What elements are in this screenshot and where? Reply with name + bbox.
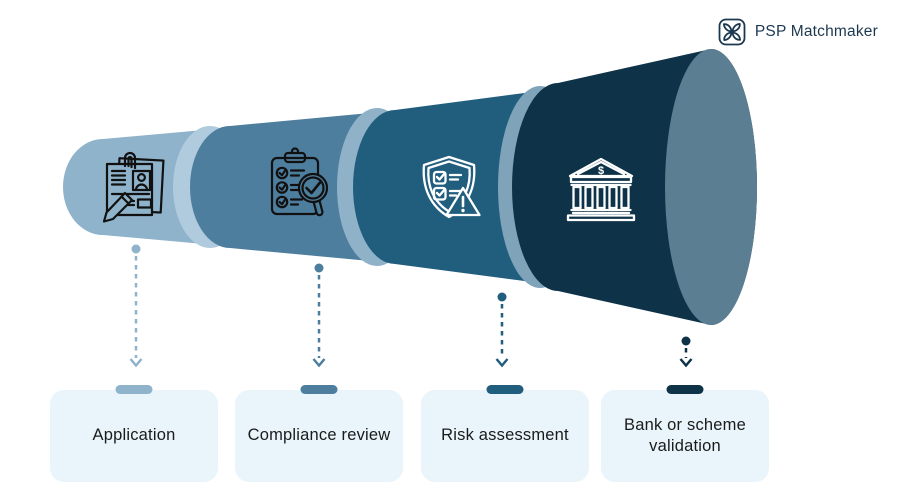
connector-stage-3 <box>495 292 509 368</box>
stage-card-risk-assessment: Risk assessment <box>421 385 589 482</box>
svg-text:$: $ <box>598 165 604 177</box>
compliance-checklist-icon <box>270 147 329 217</box>
connector-stage-2 <box>312 263 326 368</box>
stage-color-pill <box>300 385 338 394</box>
connector-stage-1 <box>129 244 143 368</box>
stage-label: Application <box>92 426 176 445</box>
stage-color-pill <box>115 385 153 394</box>
connector-dot <box>131 244 141 254</box>
connector-dot <box>497 292 507 302</box>
stage-card-compliance-review: Compliance review <box>235 385 403 482</box>
stage-label: Compliance review <box>247 426 391 445</box>
risk-shield-warning-icon <box>422 155 481 219</box>
funnel-opening-ellipse <box>665 49 757 325</box>
connector-dot <box>681 336 691 346</box>
brand-name: PSP Matchmaker <box>754 23 878 40</box>
stage-label: Risk assessment <box>441 426 569 445</box>
stage-color-pill <box>666 385 704 394</box>
stage-color-pill <box>486 385 524 394</box>
bank-building-icon: $ <box>566 157 636 222</box>
stage-label: Bank or scheme validation <box>623 415 747 455</box>
psp-matchmaker-logo-icon <box>718 18 746 46</box>
stage-card-application: Application <box>50 385 218 482</box>
brand-logo: PSP Matchmaker <box>718 18 878 46</box>
connector-stage-4 <box>679 336 693 368</box>
application-document-icon <box>102 151 165 223</box>
stage-card-bank-scheme-validation: Bank or scheme validation <box>601 385 769 482</box>
connector-dot <box>314 263 324 273</box>
